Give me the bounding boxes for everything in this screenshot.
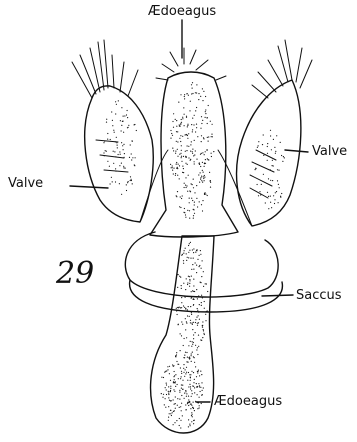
leader-valve-left bbox=[70, 186, 108, 188]
leader-saccus bbox=[262, 295, 293, 296]
label-valve-left: Valve bbox=[8, 176, 43, 191]
label-valve-right: Valve bbox=[312, 144, 347, 159]
central-body-outline bbox=[150, 72, 238, 237]
leader-valve-right bbox=[285, 150, 308, 152]
saccus-lower-arc bbox=[130, 280, 283, 312]
saccus-upper-arc bbox=[125, 232, 278, 297]
label-aedeagus-bottom: Ædoeagus bbox=[214, 394, 282, 409]
label-aedeagus-top: Ædoeagus bbox=[148, 4, 216, 19]
label-saccus: Saccus bbox=[296, 288, 342, 303]
left-valve-outline bbox=[85, 86, 154, 222]
figure-number: 29 bbox=[56, 256, 94, 291]
right-valve-outline bbox=[237, 80, 301, 226]
